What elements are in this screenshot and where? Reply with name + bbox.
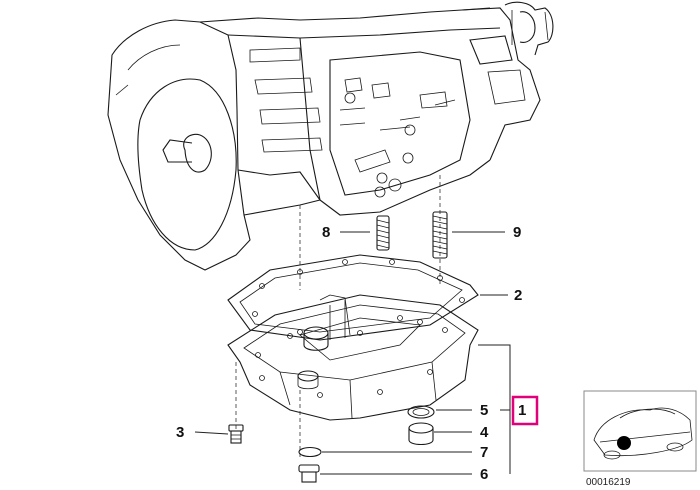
highlight-box-callout-1 [511, 395, 539, 426]
leader-lines [194, 231, 511, 475]
seal-ring-part-5 [407, 405, 435, 419]
component-location-dot [617, 436, 631, 450]
spring-small [376, 215, 390, 251]
reference-number: 00016219 [586, 477, 631, 488]
callout-4[interactable]: 4 [480, 424, 489, 441]
callout-9[interactable]: 9 [513, 224, 521, 241]
transmission-housing [107, 1, 554, 290]
callout-5[interactable]: 5 [480, 402, 488, 419]
callout-labels: 8 9 2 3 5 1 4 7 6 [176, 224, 539, 483]
filler-plug-part-4 [408, 422, 434, 446]
callout-8[interactable]: 8 [322, 224, 330, 241]
callout-7[interactable]: 7 [480, 444, 488, 461]
callout-2[interactable]: 2 [514, 287, 522, 304]
bolt-part-3 [228, 424, 244, 444]
drain-plug-part-6 [298, 464, 320, 483]
oil-pan-gasket [227, 254, 479, 341]
callout-6[interactable]: 6 [480, 466, 488, 483]
oil-pan [227, 294, 479, 460]
vehicle-locator-thumbnail[interactable]: 00016219 [583, 390, 697, 488]
callout-3[interactable]: 3 [176, 424, 184, 441]
spring-large [432, 211, 448, 259]
callout-1[interactable]: 1 [518, 402, 526, 419]
o-ring-part-7 [298, 446, 322, 458]
